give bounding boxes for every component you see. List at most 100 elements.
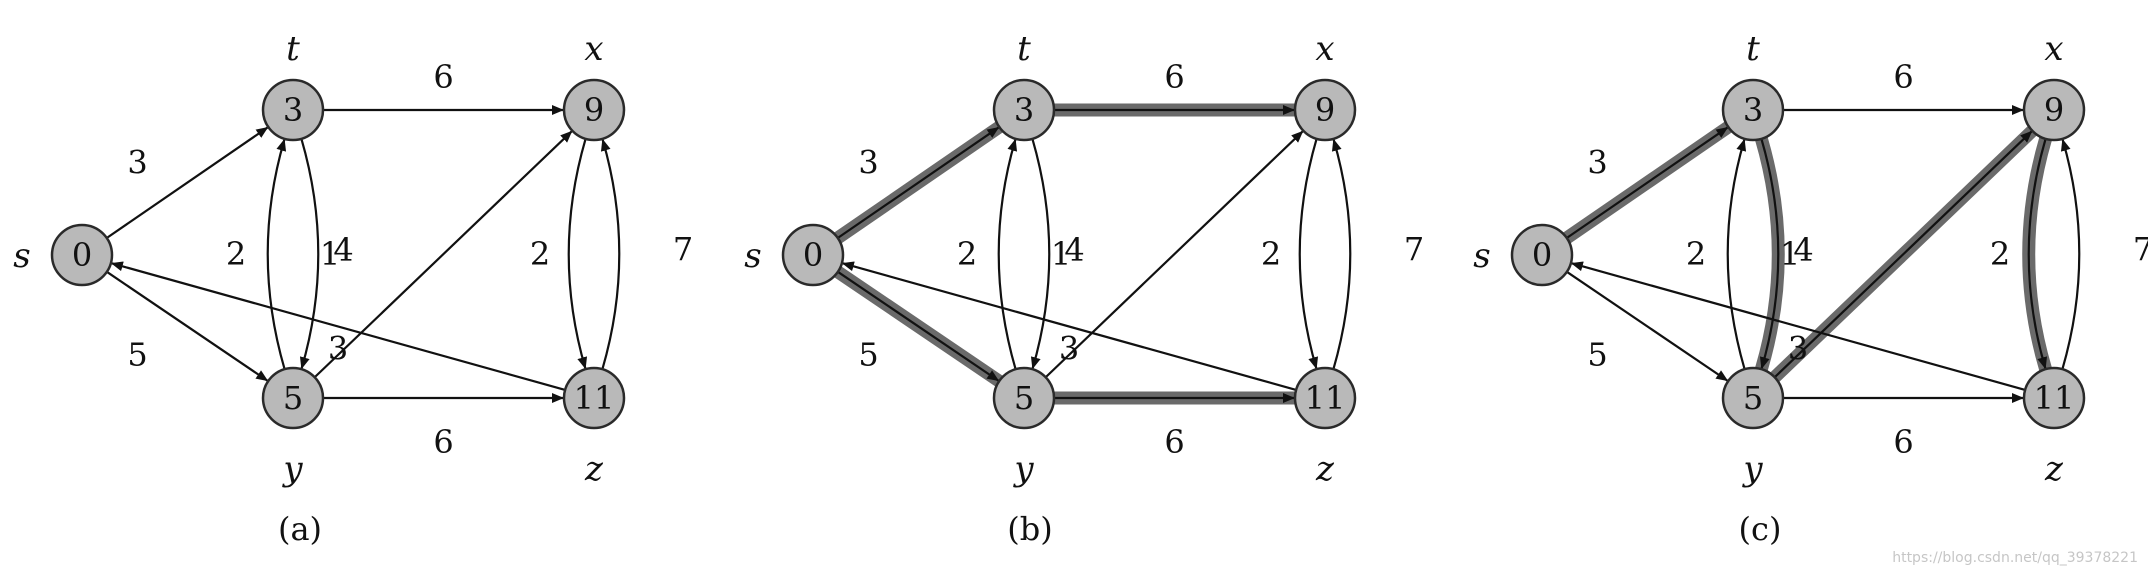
edge-weight-y-t: 1 xyxy=(1780,235,1800,273)
edge-z-x xyxy=(1331,138,1352,370)
edge-weight-t-x: 6 xyxy=(1893,58,1913,96)
node-z xyxy=(562,366,626,430)
edge-weight-t-y: 2 xyxy=(1686,235,1706,273)
node-name-t: t xyxy=(286,29,300,69)
node-name-z: z xyxy=(584,449,604,489)
edge-weight-x-z: 2 xyxy=(530,235,550,273)
edge-weight-y-z: 6 xyxy=(433,423,453,461)
edge-x-z xyxy=(567,138,588,370)
edge-z-x xyxy=(600,138,621,370)
panel-caption: (a) xyxy=(278,510,322,548)
node-z xyxy=(1293,366,1357,430)
edge-s-y xyxy=(1566,270,1729,382)
node-name-t: t xyxy=(1746,29,1760,69)
node-s xyxy=(781,223,845,287)
node-distance-z: 11 xyxy=(574,379,615,417)
edge-s-t xyxy=(106,126,269,239)
node-name-z: z xyxy=(2044,449,2064,489)
edge-weight-t-y: 2 xyxy=(226,235,246,273)
edge-weight-x-z: 2 xyxy=(1990,235,2010,273)
edge-weight-y-t: 1 xyxy=(1051,235,1071,273)
edge-weight-z-s: 3 xyxy=(328,330,348,368)
edge-weight-y-x: 4 xyxy=(333,231,353,269)
edge-t-y xyxy=(1759,138,1780,370)
edge-weight-t-x: 6 xyxy=(433,58,453,96)
panel-caption: (c) xyxy=(1739,510,1782,548)
node-t xyxy=(261,78,325,142)
node-t xyxy=(1721,78,1785,142)
edge-weight-y-z: 6 xyxy=(1893,423,1913,461)
panel-caption: (b) xyxy=(1007,510,1052,548)
node-s xyxy=(50,223,114,287)
node-distance-y: 5 xyxy=(1014,379,1034,417)
edge-s-t xyxy=(1566,126,1729,239)
edge-y-t xyxy=(266,138,287,370)
node-name-x: x xyxy=(2044,29,2063,69)
node-name-y: y xyxy=(1741,449,1763,489)
edge-weight-z-x: 7 xyxy=(2133,230,2148,268)
edge-y-x xyxy=(1773,130,2033,379)
edge-weight-t-x: 6 xyxy=(1164,58,1184,96)
node-name-z: z xyxy=(1315,449,1335,489)
node-name-s: s xyxy=(1473,236,1490,276)
node-name-x: x xyxy=(584,29,603,69)
node-distance-s: 0 xyxy=(72,236,92,274)
node-y xyxy=(261,366,325,430)
edge-t-y xyxy=(1030,138,1051,370)
node-name-t: t xyxy=(1017,29,1031,69)
node-name-s: s xyxy=(744,236,761,276)
node-name-y: y xyxy=(281,449,303,489)
node-distance-x: 9 xyxy=(584,91,604,129)
node-t xyxy=(992,78,1056,142)
edge-s-y xyxy=(106,270,269,382)
edge-y-t xyxy=(997,138,1018,370)
edge-weight-z-x: 7 xyxy=(1404,230,1424,268)
watermark: https://blog.csdn.net/qq_39378221 xyxy=(1892,550,2138,566)
node-distance-t: 3 xyxy=(283,91,303,129)
edge-x-z xyxy=(2027,138,2048,370)
edge-weight-z-s: 3 xyxy=(1788,330,1808,368)
node-distance-x: 9 xyxy=(1315,91,1335,129)
node-distance-t: 3 xyxy=(1743,91,1763,129)
edge-weight-s-y: 5 xyxy=(858,336,878,374)
node-name-s: s xyxy=(13,236,30,276)
edge-x-z xyxy=(1298,138,1319,370)
edge-weight-y-z: 6 xyxy=(1164,423,1184,461)
node-s xyxy=(1510,223,1574,287)
edge-s-y xyxy=(837,270,1000,382)
node-z xyxy=(2022,366,2086,430)
node-x xyxy=(562,78,626,142)
edge-s-t xyxy=(837,126,1000,239)
edge-weight-s-t: 3 xyxy=(1587,144,1607,182)
node-distance-s: 0 xyxy=(1532,236,1552,274)
edge-y-x xyxy=(1044,130,1304,379)
edge-weight-y-x: 4 xyxy=(1064,231,1084,269)
node-name-y: y xyxy=(1012,449,1034,489)
node-distance-s: 0 xyxy=(803,236,823,274)
edge-weight-s-t: 3 xyxy=(858,144,878,182)
edge-weight-z-s: 3 xyxy=(1059,330,1079,368)
node-name-x: x xyxy=(1315,29,1334,69)
edge-weight-s-t: 3 xyxy=(127,144,147,182)
node-distance-x: 9 xyxy=(2044,91,2064,129)
edge-weight-z-x: 7 xyxy=(673,230,693,268)
edge-weight-s-y: 5 xyxy=(127,336,147,374)
node-x xyxy=(2022,78,2086,142)
node-distance-z: 11 xyxy=(1305,379,1346,417)
edge-weight-x-z: 2 xyxy=(1261,235,1281,273)
edge-y-t xyxy=(1726,138,1747,370)
node-y xyxy=(992,366,1056,430)
node-x xyxy=(1293,78,1357,142)
node-distance-z: 11 xyxy=(2034,379,2075,417)
edge-weight-s-y: 5 xyxy=(1587,336,1607,374)
edge-z-s xyxy=(841,261,1297,391)
edge-weight-y-t: 1 xyxy=(320,235,340,273)
edge-weight-y-x: 4 xyxy=(1793,231,1813,269)
edge-z-s xyxy=(1570,261,2026,391)
node-distance-t: 3 xyxy=(1014,91,1034,129)
node-y xyxy=(1721,366,1785,430)
